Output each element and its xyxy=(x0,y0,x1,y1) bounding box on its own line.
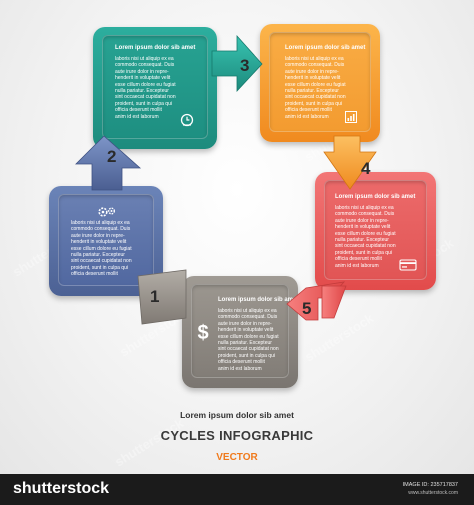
card-body-text: laboris nisi ut aliquip ex ea commodo co… xyxy=(218,308,279,372)
step-number-2: 2 xyxy=(107,147,116,166)
step-number-4: 4 xyxy=(361,159,371,178)
step-number-5: 5 xyxy=(302,299,311,318)
arrow-step-4 xyxy=(323,135,377,190)
footer-bar: shutterstock IMAGE ID: 235717837 www.shu… xyxy=(0,474,474,505)
step-number-1: 1 xyxy=(150,287,159,306)
step-card-gray: Lorem ipsum dolor sib amet laboris nisi … xyxy=(182,276,298,388)
card-heading: Lorem ipsum dolor sib amet xyxy=(335,194,416,200)
card-body-text: laboris nisi ut aliquip ex ea commodo co… xyxy=(335,205,396,269)
card-panel xyxy=(102,35,208,139)
card-body-text: laboris nisi ut aliquip ex ea commodo co… xyxy=(71,220,132,278)
caption-subtitle: Lorem ipsum dolor sib amet xyxy=(180,410,294,420)
clock-icon xyxy=(180,113,194,127)
card-heading: Lorem ipsum dolor sib amet xyxy=(115,45,196,51)
card-body-text: laboris nisi ut aliquip ex ea commodo co… xyxy=(285,56,346,120)
step-card-red: Lorem ipsum dolor sib amet laboris nisi … xyxy=(315,172,436,290)
site-url: www.shutterstock.com xyxy=(408,490,458,496)
arrow-step-2 xyxy=(75,135,142,191)
brand-logo: shutterstock xyxy=(13,480,110,497)
credit-card-icon xyxy=(399,259,417,271)
caption-title: CYCLES INFOGRAPHIC xyxy=(160,428,314,443)
cycle-arrows: 3 4 5 2 1 xyxy=(75,34,377,325)
caption-vector: VECTOR xyxy=(216,452,258,463)
dollar-icon: $ xyxy=(197,322,208,344)
image-id-label: IMAGE ID: 235717837 xyxy=(402,482,458,488)
card-heading: Lorem ipsum dolor sib amet xyxy=(218,297,299,303)
chart-icon xyxy=(345,111,357,123)
infographic-canvas: shutterstock shutterstock shutterstock s… xyxy=(0,0,474,474)
arrow-step-1 xyxy=(137,269,187,325)
card-body-text: laboris nisi ut aliquip ex ea commodo co… xyxy=(115,56,176,120)
svg-text:$: $ xyxy=(197,322,208,344)
gears-icon xyxy=(98,207,115,217)
step-number-3: 3 xyxy=(240,56,249,75)
step-card-orange: Lorem ipsum dolor sib amet laboris nisi … xyxy=(260,24,380,142)
step-card-blue: laboris nisi ut aliquip ex ea commodo co… xyxy=(49,186,163,296)
step-card-teal: Lorem ipsum dolor sib amet laboris nisi … xyxy=(93,27,217,149)
card-panel xyxy=(191,284,289,378)
arrow-step-3 xyxy=(211,34,263,93)
card-heading: Lorem ipsum dolor sib amet xyxy=(285,45,366,51)
arrow-step-5 xyxy=(286,281,347,321)
